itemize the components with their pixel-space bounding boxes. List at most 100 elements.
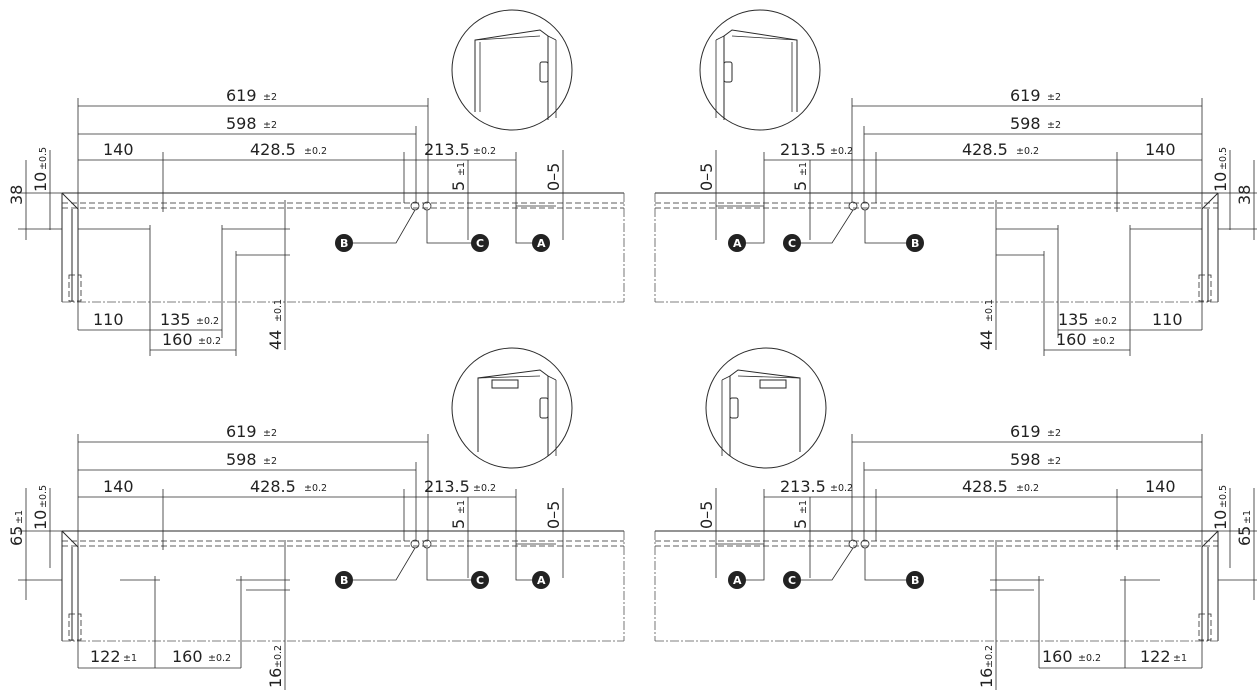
dimension-140-and-4285: 140 428.5 ±0.2 [875,477,1202,550]
marker-b: B [335,234,353,252]
svg-text:428.5: 428.5 [962,140,1008,159]
dimension-110: 110 [1130,310,1202,331]
panel-top-left: 619 ±2 598 ±2 140 428.5 ±0.2 213.5 ±0.2 … [7,9,625,356]
svg-text:598: 598 [1010,450,1041,469]
svg-text:213.5: 213.5 [780,140,826,159]
panel-top-right: 619 ±2 598 ±2 140 428.5 ±0.2 213.5 ±0.2 … [654,9,1257,356]
dimension-598: 598 ±2 [78,114,417,203]
dimension-65: 65 ±1 [7,488,62,600]
svg-text:598: 598 [226,450,257,469]
label-160: 160 [162,330,193,349]
svg-text:160: 160 [172,647,203,666]
svg-text:±1: ±1 [456,162,467,176]
svg-text:160: 160 [1056,330,1087,349]
svg-text:44: 44 [977,330,996,350]
label-5: 5 [449,181,468,191]
door-illustration-icon [451,9,573,131]
svg-text:±1: ±1 [123,653,137,664]
svg-text:±0.2: ±0.2 [830,146,853,157]
dimension-5: 5 ±1 [449,497,469,578]
svg-text:B: B [340,574,348,587]
label-2135: 213.5 [424,140,470,159]
dimension-10: 10 ±0.5 [31,485,51,568]
svg-text:598: 598 [1010,114,1041,133]
marker-c: C [471,571,489,589]
svg-text:213.5: 213.5 [780,477,826,496]
svg-text:C: C [476,574,484,587]
svg-text:16: 16 [977,668,996,688]
tol-4285: ±0.2 [304,146,327,157]
dimension-10: 10 ±0.5 [1211,485,1231,568]
svg-text:±0.5: ±0.5 [38,485,49,508]
label-10: 10 [31,172,50,192]
svg-text:65: 65 [7,526,26,546]
svg-text:A: A [537,237,546,250]
svg-text:±0.2: ±0.2 [304,483,327,494]
label-0-5: 0–5 [544,163,563,191]
svg-text:5: 5 [791,181,810,191]
dimension-122: 122 ±1 [78,647,155,669]
svg-text:10: 10 [1211,172,1230,192]
svg-text:5: 5 [449,519,468,529]
marker-a: A [532,571,550,589]
marker-b: B [906,571,924,589]
svg-text:±1: ±1 [1173,653,1187,664]
dimension-619: 619 ±2 [77,86,429,330]
svg-text:±0.5: ±0.5 [1218,485,1229,508]
dimension-5: 5 ±1 [449,160,469,240]
svg-text:±1: ±1 [798,162,809,176]
cabinet-outline [654,530,1219,642]
dimension-160: 160 ±0.2 [155,647,241,669]
svg-text:±1: ±1 [456,500,467,514]
dimension-598: 598 ±2 [863,450,1202,541]
svg-text:±1: ±1 [1242,510,1253,524]
cabinet-outline [61,192,625,303]
svg-text:±2: ±2 [1047,120,1061,131]
svg-text:±0.1: ±0.1 [984,299,995,322]
svg-text:±1: ±1 [798,500,809,514]
svg-text:140: 140 [1145,140,1176,159]
door-illustration-icon [705,347,827,469]
svg-text:±0.2: ±0.2 [196,316,219,327]
dimension-110: 110 [78,310,150,331]
tol-2135: ±0.2 [473,146,496,157]
svg-text:B: B [340,237,348,250]
marker-a: A [728,571,746,589]
svg-text:A: A [537,574,546,587]
svg-text:±0.2: ±0.2 [830,483,853,494]
dimension-140-and-4285: 140 428.5 ±0.2 [78,477,405,550]
svg-text:10: 10 [31,510,50,530]
dimension-44: 44 ±0.1 [266,299,285,350]
dimension-2135: 213.5 ±0.2 [404,477,517,548]
svg-text:±0.2: ±0.2 [473,483,496,494]
dimension-160: 160 ±0.2 [1044,330,1130,351]
label-4285: 428.5 [250,140,296,159]
svg-text:±1: ±1 [14,510,25,524]
svg-text:619: 619 [1010,422,1041,441]
svg-text:10: 10 [1211,510,1230,530]
svg-text:122: 122 [90,647,121,666]
svg-text:140: 140 [103,477,134,496]
svg-text:±0.2: ±0.2 [273,645,284,668]
svg-text:±0.5: ±0.5 [38,147,49,170]
svg-text:16: 16 [266,668,285,688]
dimension-160: 160 ±0.2 [1039,647,1125,669]
marker-b: B [906,234,924,252]
marker-a: A [532,234,550,252]
svg-text:619: 619 [1010,86,1041,105]
marker-c: C [783,571,801,589]
svg-text:C: C [788,237,796,250]
dimension-2135: 213.5 ±0.2 [763,140,876,210]
svg-text:B: B [911,237,919,250]
svg-text:428.5: 428.5 [962,477,1008,496]
svg-text:110: 110 [1152,310,1183,329]
label-619: 619 [226,86,257,105]
svg-text:±0.2: ±0.2 [1092,336,1115,347]
svg-text:160: 160 [1042,647,1073,666]
panel-bottom-right: 619 ±2 598 ±2 140 428.5 ±0.2 213.5 ±0.2 … [654,347,1257,690]
dimension-0-5: 0–5 [697,488,717,578]
dimension-16: 16 ±0.2 [977,645,996,688]
label-140: 140 [103,140,134,159]
tol-598: ±2 [263,120,277,131]
svg-text:±2: ±2 [263,456,277,467]
